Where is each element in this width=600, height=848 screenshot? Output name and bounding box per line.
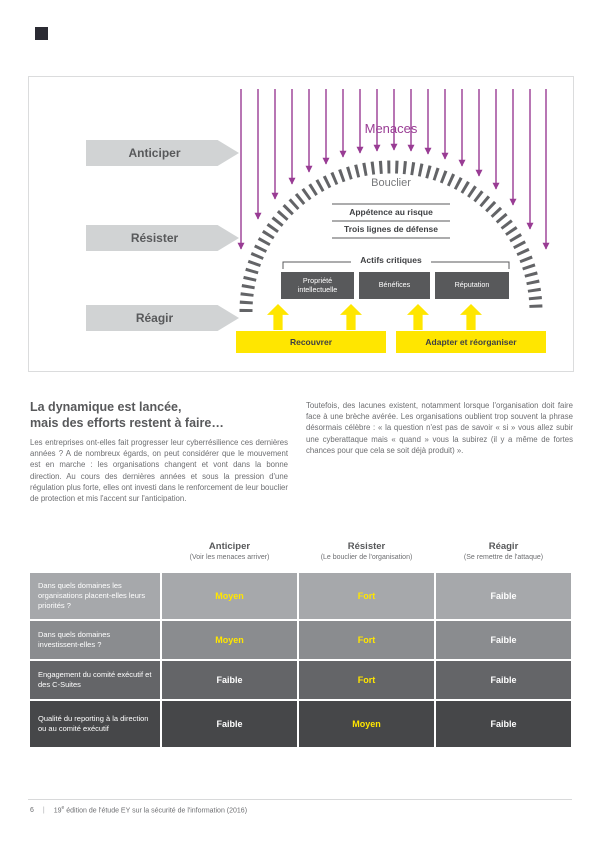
bouclier-label: Bouclier (371, 177, 411, 189)
paragraph-right: Toutefois, des lacunes existent, notamme… (306, 401, 573, 455)
table-header-title: Réagir (488, 541, 519, 552)
asset-box-benefices: Bénéfices (359, 272, 430, 299)
table-value: Fort (299, 661, 434, 699)
divider-lines (332, 203, 450, 239)
table-value: Moyen (299, 701, 434, 747)
footer: 6 | 19e édition de l'étude EY sur la séc… (30, 805, 247, 814)
table-header-reagir: Réagir (Se remettre de l'attaque) (436, 541, 571, 561)
phase-banner-label: Réagir (135, 311, 174, 325)
table-value: Faible (436, 573, 571, 619)
table-header-subtitle: (Voir les menaces arriver) (189, 554, 270, 561)
table-row-label: Dans quels domaines investissent-elles ? (30, 621, 160, 659)
table-value: Faible (436, 701, 571, 747)
phase-banner-label: Anticiper (128, 146, 181, 160)
section-heading: La dynamique est lancée, mais des effort… (30, 399, 224, 432)
table-header-resister: Résister (Le bouclier de l'organisation) (299, 541, 434, 561)
table-value: Fort (299, 621, 434, 659)
table-row-label: Dans quels domaines les organisations pl… (30, 573, 160, 619)
risk-appetite-label: Appétence au risque (349, 207, 433, 217)
table-value: Faible (436, 621, 571, 659)
defense-lines-label: Trois lignes de défense (343, 224, 438, 234)
table-value: Faible (162, 701, 297, 747)
table-header-title: Anticiper (208, 541, 251, 552)
phase-banner-label: Résister (130, 231, 179, 245)
page-number: 6 (30, 807, 34, 815)
table-value: Moyen (162, 573, 297, 619)
phase-banner-resister: Résister (86, 225, 239, 251)
actifs-bracket (282, 261, 510, 269)
asset-box-propriete: Propriété intellectuelle (281, 272, 354, 299)
cyber-resilience-diagram: Menaces Bouclier Anticiper Résister Réag… (28, 76, 574, 372)
phase-banner-reagir: Réagir (86, 305, 239, 331)
table-value: Faible (162, 661, 297, 699)
footer-rule (28, 799, 572, 800)
table-header-subtitle: (Le bouclier de l'organisation) (320, 554, 413, 561)
section-heading-line1: La dynamique est lancée, (30, 400, 182, 414)
menaces-label: Menaces (364, 121, 418, 136)
section-heading-line2: mais des efforts restent à faire… (30, 416, 224, 431)
recover-banner: Recouvrer (236, 331, 386, 353)
paragraph-left: Les entreprises ont-elles fait progresse… (30, 438, 288, 504)
footer-separator: | (42, 807, 45, 815)
table-value: Fort (299, 573, 434, 619)
table-value: Moyen (162, 621, 297, 659)
menace-arrows (237, 89, 550, 250)
diagram-graphics (237, 89, 550, 313)
table-row-label: Qualité du reporting à la direction ou a… (30, 701, 160, 747)
table-row-label: Engagement du comité exécutif et des C-S… (30, 661, 160, 699)
footer-title: 19e édition de l'étude EY sur la sécurit… (53, 805, 248, 815)
table-header-title: Résister (347, 541, 386, 552)
shield-arc (239, 160, 543, 313)
table-value: Faible (436, 661, 571, 699)
adapt-banner: Adapter et réorganiser (396, 331, 546, 353)
table-header-anticiper: Anticiper (Voir les menaces arriver) (162, 541, 297, 561)
critical-assets-label: Actifs critiques (360, 255, 422, 265)
phase-banner-anticiper: Anticiper (86, 140, 239, 166)
corner-mark (35, 27, 48, 40)
asset-box-reputation: Réputation (435, 272, 509, 299)
table-header-subtitle: (Se remettre de l'attaque) (463, 554, 544, 561)
